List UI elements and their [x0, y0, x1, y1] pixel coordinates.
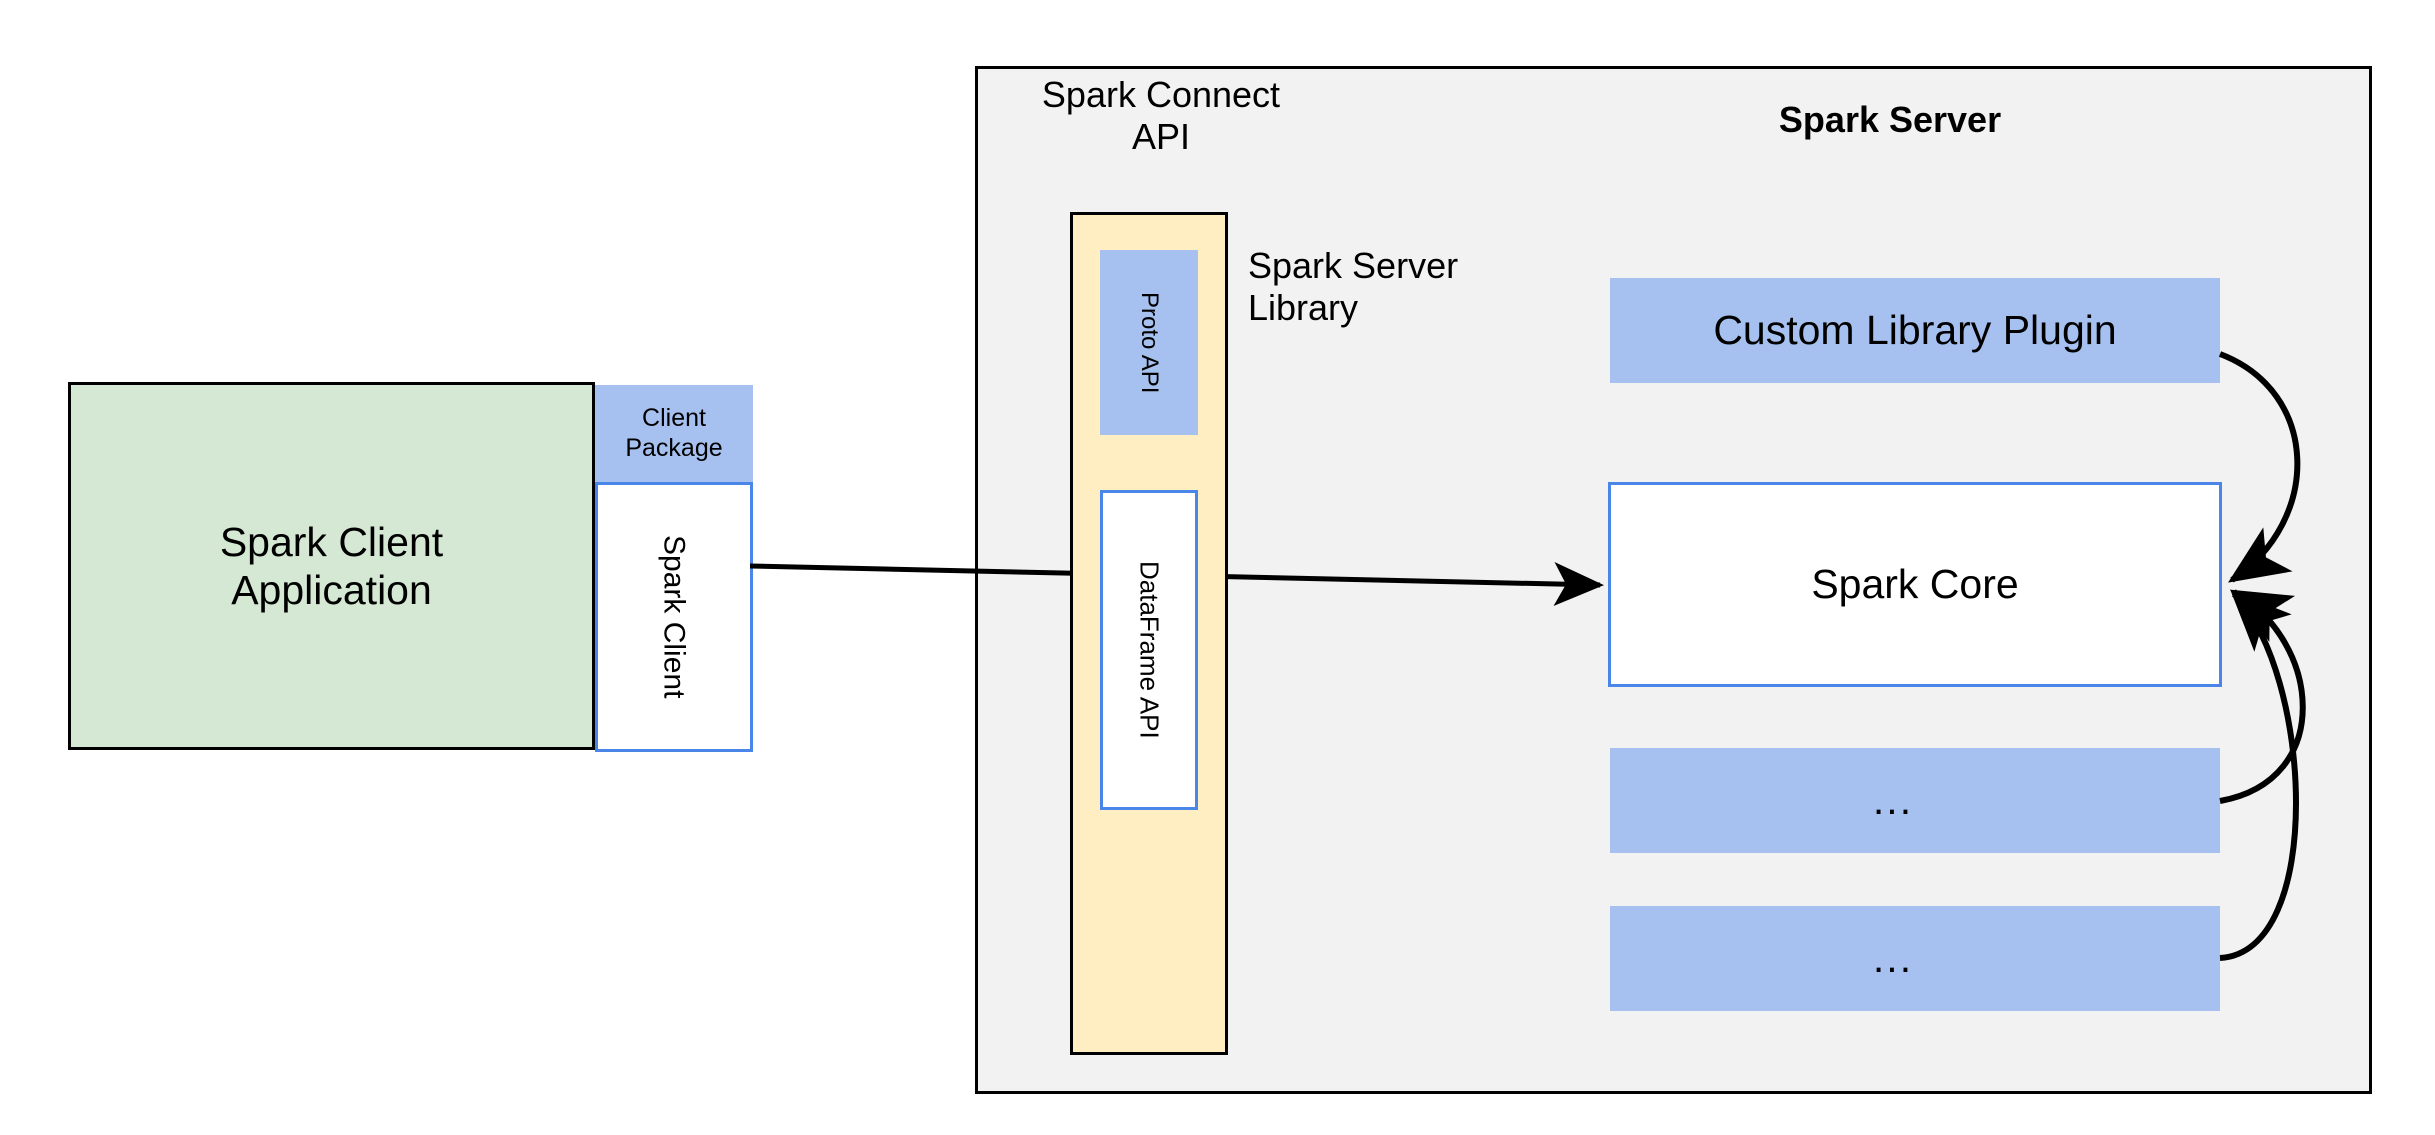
spark-core-label: Spark Core — [1811, 561, 2019, 608]
spark-client-application-box: Spark Client Application — [68, 382, 595, 750]
spark-client-box: Spark Client — [595, 482, 753, 752]
proto-api-label: Proto API — [1136, 291, 1164, 394]
spark-client-label: Spark Client — [657, 535, 691, 699]
plugin-placeholder-label-2: ... — [1872, 935, 1914, 982]
proto-api-box: Proto API — [1100, 250, 1198, 435]
plugin-placeholder-box-2: ... — [1610, 906, 2220, 1011]
spark-core-box: Spark Core — [1608, 482, 2222, 687]
spark-server-title: Spark Server — [1778, 98, 2002, 140]
spark-client-application-label: Spark Client Application — [219, 518, 444, 613]
client-package-label: Client Package — [625, 404, 723, 462]
client-package-box: Client Package — [595, 385, 753, 482]
spark-server-library-label: Spark Server Library — [1248, 245, 1459, 329]
dataframe-api-label: DataFrame API — [1134, 561, 1165, 739]
custom-library-plugin-box: Custom Library Plugin — [1610, 278, 2220, 383]
spark-connect-api-label: Spark Connect API — [1041, 73, 1281, 157]
custom-library-plugin-label: Custom Library Plugin — [1713, 307, 2117, 354]
plugin-placeholder-box-1: ... — [1610, 748, 2220, 853]
plugin-placeholder-label-1: ... — [1872, 777, 1914, 824]
dataframe-api-box: DataFrame API — [1100, 490, 1198, 810]
